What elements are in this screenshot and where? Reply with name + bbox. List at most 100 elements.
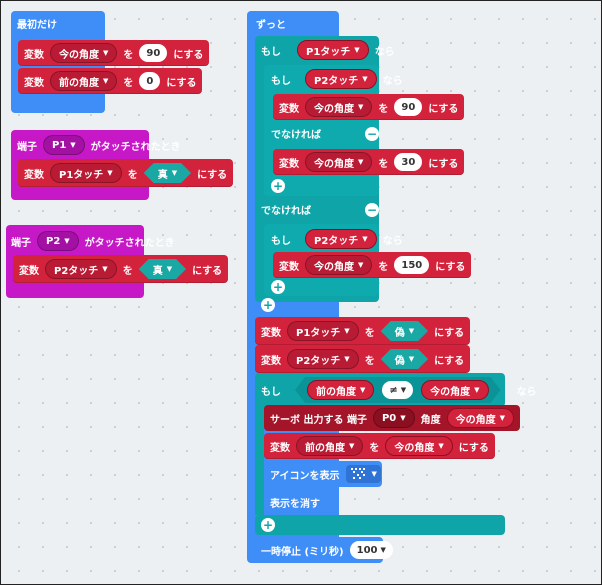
var-dropdown[interactable]: P2タッチ▼ <box>45 259 117 279</box>
compare-block[interactable]: 前の角度▼ ≠▼ 今の角度▼ <box>295 377 501 403</box>
angle-var[interactable]: 今の角度▼ <box>446 408 515 428</box>
nisuru-label: にする <box>173 49 204 61</box>
chevron-down-icon: ▼ <box>102 265 108 273</box>
set-now-angle-block[interactable]: 変数 今の角度▼ を 90 にする <box>18 40 210 66</box>
show-icon-label: アイコンを表示 <box>270 470 340 482</box>
grid-icon <box>349 467 368 481</box>
set-p1-false-block[interactable]: 変数 P1タッチ▼ を 偽▼ にする <box>255 317 471 345</box>
icon-picker[interactable]: ▼ <box>345 465 381 483</box>
compare-right-var[interactable]: 今の角度▼ <box>421 380 488 400</box>
var-dropdown[interactable]: 今の角度▼ <box>50 43 118 63</box>
pause-duration-dropdown[interactable]: 100▼ <box>349 541 393 559</box>
if-label: もし <box>271 75 291 87</box>
pin-dropdown[interactable]: P0▼ <box>372 408 415 428</box>
var-dropdown[interactable]: 今の角度▼ <box>305 255 373 275</box>
nisuru-label: にする <box>428 158 459 170</box>
number-input[interactable]: 30 <box>394 153 423 171</box>
condition-var-p2[interactable]: P2タッチ▼ <box>305 229 377 249</box>
if-angle-changed-body <box>255 401 264 515</box>
chevron-down-icon: ▼ <box>103 77 109 85</box>
var-keyword: 変数 <box>24 169 44 181</box>
var-keyword: 変数 <box>270 442 290 454</box>
chevron-down-icon: ▼ <box>358 158 364 166</box>
var-keyword: 変数 <box>279 261 299 273</box>
chevron-down-icon: ▼ <box>70 141 76 149</box>
remove-else-icon[interactable]: − <box>365 126 379 141</box>
boolean-dropdown[interactable]: 真▼ <box>144 163 191 183</box>
var-dropdown[interactable]: 前の角度▼ <box>50 71 118 91</box>
chevron-down-icon: ▼ <box>64 237 70 245</box>
forever-label: ずっと <box>256 20 286 31</box>
pin-label: 端子 <box>17 141 37 153</box>
pause-block[interactable]: 一時停止 (ミリ秒) 100▼ <box>255 537 393 563</box>
nisuru-label: にする <box>197 169 228 181</box>
operator-dropdown[interactable]: ≠▼ <box>382 381 413 399</box>
var-dropdown[interactable]: P1タッチ▼ <box>287 321 359 341</box>
var-dropdown[interactable]: 前の角度▼ <box>296 436 364 456</box>
set-p2-false-block[interactable]: 変数 P2タッチ▼ を 偽▼ にする <box>255 345 471 373</box>
chevron-down-icon: ▼ <box>107 169 113 177</box>
set-now-angle-150-block[interactable]: 変数 今の角度▼ を 150 にする <box>273 252 472 278</box>
nisuru-label: にする <box>192 265 223 277</box>
number-input[interactable]: 0 <box>139 72 161 90</box>
chevron-down-icon: ▼ <box>408 327 415 335</box>
var-keyword: 変数 <box>279 158 299 170</box>
set-prev-angle-block[interactable]: 変数 前の角度▼ を 0 にする <box>18 68 203 94</box>
number-input[interactable]: 90 <box>394 98 423 116</box>
wo-label: を <box>378 103 389 115</box>
chevron-down-icon: ▼ <box>371 470 377 478</box>
var-keyword: 変数 <box>261 327 281 339</box>
if-label: もし <box>261 46 281 58</box>
var-keyword: 変数 <box>279 103 299 115</box>
chevron-down-icon: ▼ <box>438 442 444 450</box>
var-dropdown[interactable]: P2タッチ▼ <box>287 349 359 369</box>
on-start-label: 最初だけ <box>17 20 57 31</box>
number-input[interactable]: 90 <box>139 44 168 62</box>
var-dropdown[interactable]: 今の角度▼ <box>305 152 373 172</box>
pin-dropdown[interactable]: P1▼ <box>43 135 85 155</box>
chevron-down-icon: ▼ <box>408 355 415 363</box>
add-else-icon[interactable]: + <box>261 518 275 532</box>
servo-write-block[interactable]: サーボ 出力する 端子 P0▼ 角度 今の角度▼ <box>264 405 521 431</box>
touched-label: がタッチされたとき <box>84 237 175 249</box>
set-now-angle-30-block[interactable]: 変数 今の角度▼ を 30 にする <box>273 149 465 175</box>
chevron-down-icon: ▼ <box>344 355 350 363</box>
value-var[interactable]: 今の角度▼ <box>385 436 453 456</box>
var-keyword: 変数 <box>19 265 39 277</box>
condition-var-p2[interactable]: P2タッチ▼ <box>305 69 377 89</box>
compare-left-var[interactable]: 前の角度▼ <box>307 380 374 400</box>
set-now-angle-90-block[interactable]: 変数 今の角度▼ を 90 にする <box>273 94 465 120</box>
add-else-icon[interactable]: + <box>271 280 285 294</box>
angle-label: 角度 <box>420 414 441 426</box>
remove-else-icon[interactable]: − <box>365 202 379 217</box>
chevron-down-icon: ▼ <box>344 327 350 335</box>
var-dropdown[interactable]: P1タッチ▼ <box>50 163 122 183</box>
pin-dropdown[interactable]: P2▼ <box>37 231 79 251</box>
chevron-down-icon: ▼ <box>358 261 364 269</box>
var-dropdown[interactable]: 今の角度▼ <box>305 97 373 117</box>
add-else-icon[interactable]: + <box>261 298 275 312</box>
chevron-down-icon: ▼ <box>400 414 406 422</box>
add-else-icon[interactable]: + <box>271 179 285 193</box>
chevron-down-icon: ▼ <box>358 103 364 111</box>
chevron-down-icon: ▼ <box>362 235 368 243</box>
boolean-dropdown[interactable]: 偽▼ <box>381 349 428 369</box>
boolean-dropdown[interactable]: 真▼ <box>139 259 186 279</box>
condition-var-p1[interactable]: P1タッチ▼ <box>297 40 369 60</box>
set-prev-to-now-block[interactable]: 変数 前の角度▼ を 今の角度▼ にする <box>264 433 495 459</box>
chevron-down-icon: ▼ <box>499 414 506 422</box>
boolean-dropdown[interactable]: 偽▼ <box>381 321 428 341</box>
show-icon-block[interactable]: アイコンを表示 ▼ <box>264 461 382 487</box>
number-input[interactable]: 150 <box>394 256 430 274</box>
wo-label: を <box>369 442 380 454</box>
set-p1-touch-block[interactable]: 変数 P1タッチ▼ を 真▼ にする <box>18 159 234 187</box>
nisuru-label: にする <box>458 442 489 454</box>
chevron-down-icon: ▼ <box>474 386 480 394</box>
wo-label: を <box>127 169 138 181</box>
var-keyword: 変数 <box>24 49 44 61</box>
if-label: もし <box>261 386 281 398</box>
clear-screen-block[interactable]: 表示を消す <box>264 489 320 515</box>
wo-label: を <box>378 261 389 273</box>
set-p2-touch-block[interactable]: 変数 P2タッチ▼ を 真▼ にする <box>13 255 229 283</box>
